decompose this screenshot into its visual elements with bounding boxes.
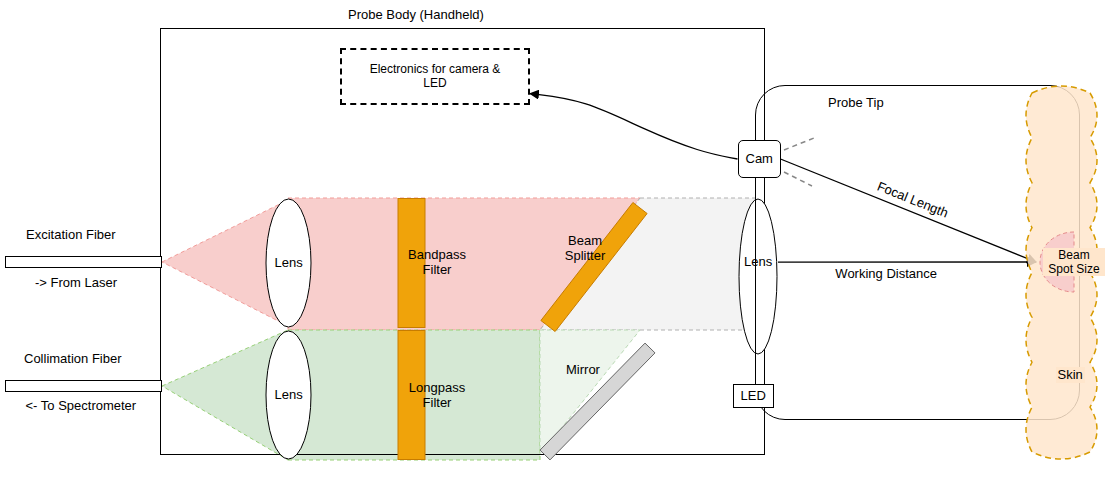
led-box: LED [733, 384, 774, 408]
node-text: Excitation Fiber [24, 227, 118, 243]
camera-view-line [784, 138, 814, 150]
longpass-filter: Longpass Filter [380, 330, 470, 460]
mirror: Mirror [530, 340, 660, 465]
longpass-filter-outline [380, 330, 470, 460]
camera-box: Cam [738, 140, 781, 178]
lens-outline [738, 198, 778, 355]
lens-shape [266, 199, 311, 327]
excitation-fiber: Excitation Fiber-> From Laser [5, 256, 162, 268]
beam-spot: Beam Spot Size [1036, 230, 1106, 294]
lens-shape [266, 331, 311, 459]
bandpass-filter: Bandpass Filter [380, 198, 470, 328]
node-text: Collimation Fiber [22, 351, 124, 367]
node-text: -> From Laser [33, 275, 119, 291]
connector-arrow [530, 94, 738, 159]
lens: Lens [738, 198, 778, 355]
lens: Lens [265, 198, 312, 328]
edge-label-holder: Working Distance [0, 0, 106, 16]
probe-body: Probe Body (Handheld)Electronics for cam… [160, 28, 765, 455]
node-text: Probe Body (Handheld) [346, 7, 486, 23]
bandpass-filter-shape [398, 199, 425, 328]
skin: Skin Beam Spot Size [1022, 85, 1106, 460]
camera-view-line [784, 172, 812, 186]
shared-beam [540, 198, 758, 330]
mirror-shape [540, 343, 655, 460]
node-text: LED [739, 388, 768, 404]
lens-shape [739, 199, 777, 354]
node-text: <- To Spectrometer [24, 398, 139, 414]
node-text: Bandpass Filter [402, 247, 472, 278]
node-text: Mirror [564, 362, 602, 378]
connector-arrow [778, 261, 1036, 262]
node-text: Lens [742, 254, 774, 270]
lens: Lens [265, 330, 312, 460]
edge-label: Focal Length [873, 178, 952, 222]
node-text: Probe Tip [826, 95, 886, 111]
electronics-box: Electronics for camera & LED [340, 48, 530, 105]
longpass-filter-shape [398, 331, 425, 460]
node-text: Lens [273, 387, 305, 403]
edge-label: Working Distance [833, 266, 939, 282]
collection-beam [288, 330, 540, 460]
collimation-fiber: Collimation Fiber<- To Spectrometer [5, 380, 162, 392]
node-text: Electronics for camera & LED [360, 62, 510, 91]
beam-splitter-outline [530, 195, 650, 335]
node-text: Lens [273, 255, 305, 271]
mirror-outline [530, 340, 660, 465]
edge-label-holder: Focal Length [0, 0, 79, 16]
node-text: Skin [1056, 367, 1085, 383]
node-text: Beam Spot Size [1043, 248, 1105, 277]
node-text: Cam [744, 151, 775, 167]
connector-arrow [781, 159, 1037, 262]
node-text: Beam Splitter [554, 233, 616, 264]
node-text: Longpass Filter [402, 380, 472, 411]
beam-splitter-shape [541, 203, 647, 332]
beam-splitter: Beam Splitter [530, 195, 650, 335]
